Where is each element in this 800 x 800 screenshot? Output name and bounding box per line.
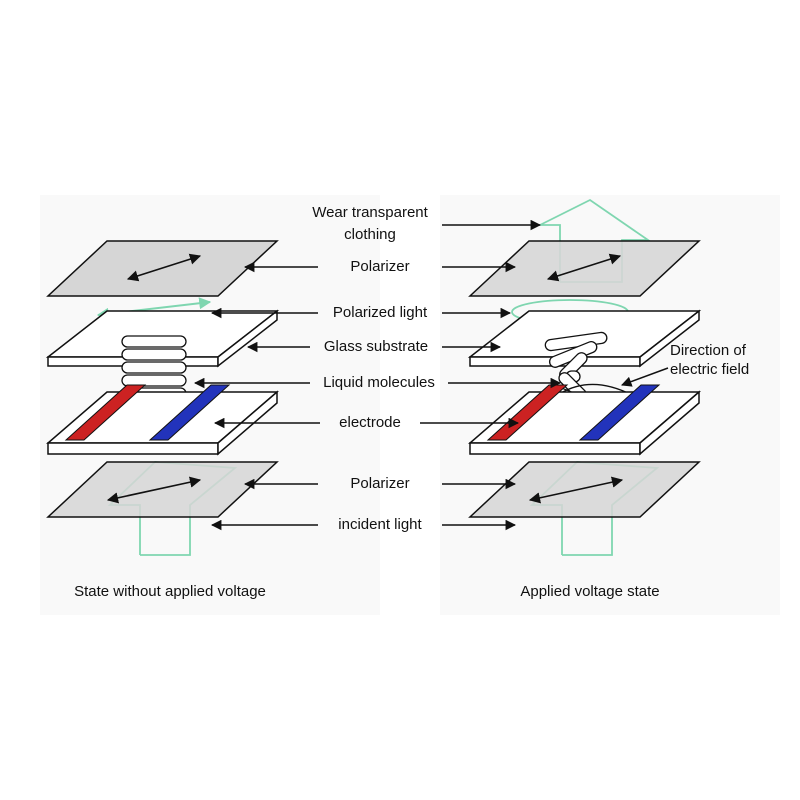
right-top-polarizer xyxy=(468,240,701,297)
label-polarizer-top: Polarizer xyxy=(350,258,410,275)
left-top-polarizer xyxy=(46,240,279,297)
left-bottom-polarizer xyxy=(46,461,279,518)
label-direction-of: Direction of xyxy=(670,342,746,359)
label-liquid-molecules: Liquid molecules xyxy=(323,374,435,391)
label-polarized-light: Polarized light xyxy=(332,304,428,321)
left-red-electrode xyxy=(64,384,147,441)
label-incident-light: incident light xyxy=(338,516,422,533)
label-clothing: clothing xyxy=(344,226,396,243)
right-electrode-substrate xyxy=(467,384,702,456)
label-polarizer-bottom: Polarizer xyxy=(350,475,410,492)
label-wear-transparent: Wear transparent xyxy=(312,204,428,221)
pointer-arrows xyxy=(193,219,669,531)
right-blue-electrode xyxy=(578,384,661,441)
label-electric-field: electric field xyxy=(670,361,750,378)
right-red-electrode xyxy=(486,384,569,441)
left-blue-electrode xyxy=(148,384,231,441)
label-glass-substrate: Glass substrate xyxy=(323,338,429,355)
caption-left: State without applied voltage xyxy=(74,583,266,600)
label-electrode: electrode xyxy=(339,414,401,431)
caption-right: Applied voltage state xyxy=(520,583,660,600)
left-electrode-substrate xyxy=(45,384,280,456)
